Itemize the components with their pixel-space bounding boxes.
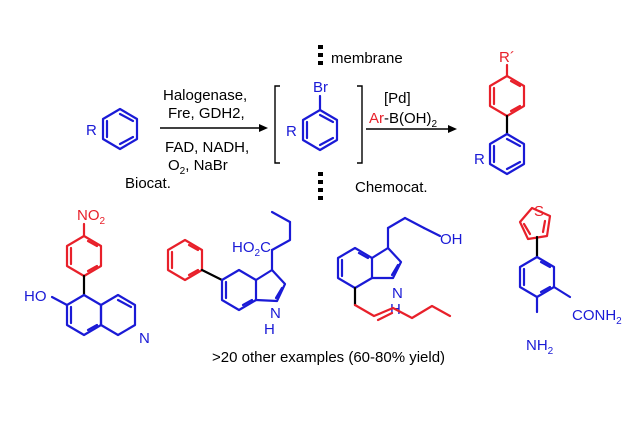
example-alkenyl-tryptophol: OH N H: [336, 216, 463, 322]
hydroxy-label: HO: [24, 288, 47, 305]
membrane-marker: membrane: [318, 45, 403, 200]
arrow-head-1: [259, 124, 268, 132]
r-substituent-label-2: R: [286, 123, 297, 140]
boronic-acid-label: Ar-B(OH)2: [369, 110, 438, 130]
thiophene-s-label: S: [534, 203, 544, 220]
arrow-head-2: [448, 125, 457, 133]
right-bracket: [357, 85, 363, 164]
hydroxyl-label: OH: [440, 231, 463, 248]
amine-label: NH2: [526, 337, 554, 357]
bromine-label: Br: [313, 79, 328, 96]
chemocat-label: Chemocat.: [355, 179, 428, 196]
r-substituent-label: R: [86, 122, 97, 139]
biocat-label: Biocat.: [125, 175, 171, 192]
starting-arene: R: [86, 107, 139, 151]
example-thienyl-aminobenzamide: S CONH2 NH2: [518, 203, 622, 357]
chemocatalysis-step: [Pd] Ar-B(OH)2 Chemocat.: [355, 90, 457, 196]
carboxy-label: HO2C: [232, 239, 271, 259]
left-bracket: [274, 85, 280, 164]
nitro-label: NO2: [77, 207, 106, 227]
biaryl-product: R´ R: [474, 49, 526, 176]
r-substituent-label-3: R: [474, 151, 485, 168]
reagent-line-1: Halogenase,: [163, 87, 247, 104]
example-phenyl-indole-acid: HO2C N H: [166, 210, 292, 338]
reagent-line-2: Fre, GDH2,: [168, 105, 245, 122]
example-nitrophenyl-isoquinoline: NO2 HO N: [24, 207, 150, 347]
examples-caption: >20 other examples (60-80% yield): [212, 349, 445, 366]
reagent-line-4: O2, NaBr: [168, 157, 228, 177]
bromo-arene-intermediate: Br R: [286, 79, 339, 152]
pd-label: [Pd]: [384, 90, 411, 107]
reagent-line-3: FAD, NADH,: [165, 139, 249, 156]
membrane-label: membrane: [331, 50, 403, 67]
indole-nh-label-1: N: [270, 305, 281, 322]
biocatalysis-step: Halogenase, Fre, GDH2, FAD, NADH, O2, Na…: [125, 87, 268, 192]
carboxamide-label: CONH2: [572, 307, 622, 327]
indole-nh-label-2: N: [392, 285, 403, 302]
r-prime-label: R´: [499, 49, 515, 66]
indole-h-label-1: H: [264, 321, 275, 338]
isoquinoline-n-label: N: [139, 330, 150, 347]
